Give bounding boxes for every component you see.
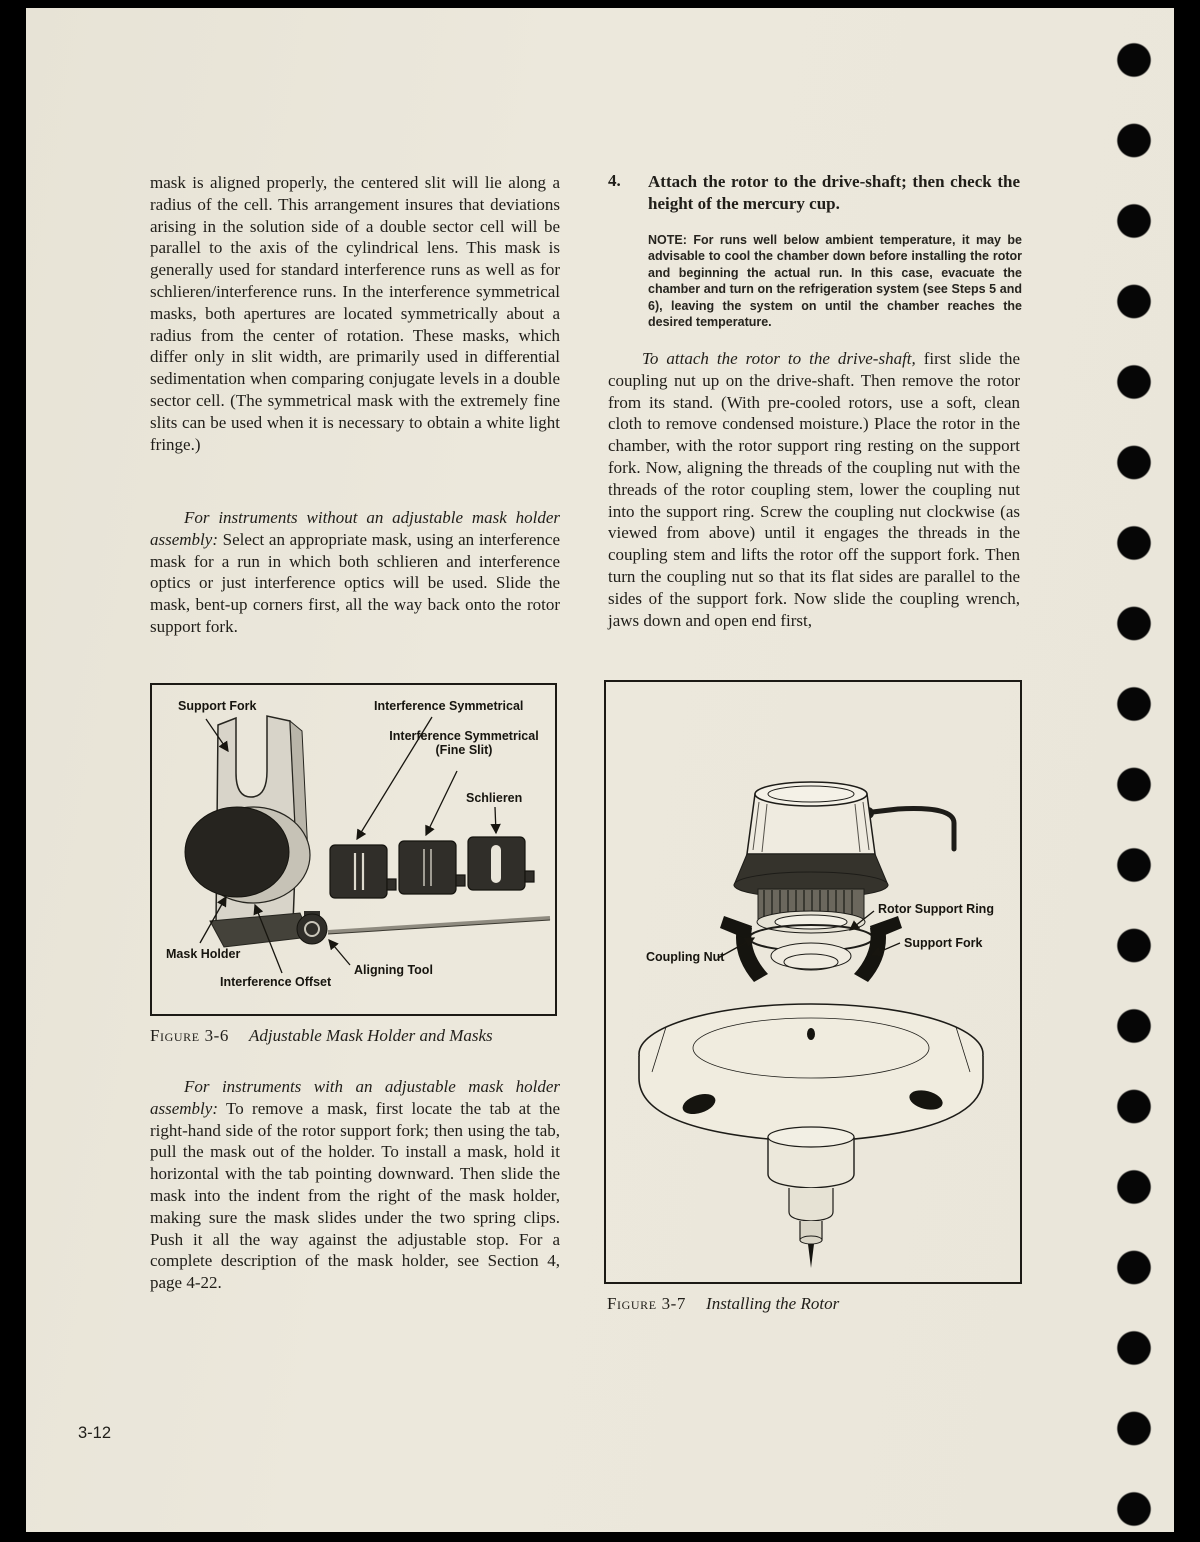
label-line-1: Interference Symmetrical <box>389 729 539 743</box>
page-background: mask is aligned properly, the centered s… <box>26 8 1174 1532</box>
paragraph-lead-italic: For instruments without an adjustable ma… <box>150 508 560 549</box>
step-4-number: 4. <box>608 171 621 190</box>
label-support-fork: Support Fork <box>904 936 983 950</box>
paragraph-body: Select an appropriate mask, using an int… <box>150 529 560 636</box>
figure-3-6: Support Fork Interference Symmetrical In… <box>150 683 557 1016</box>
left-paragraph-3: For instruments with an adjustable mask … <box>150 1076 560 1294</box>
label-schlieren: Schlieren <box>466 791 523 805</box>
label-interference-symmetrical-fine-slit: Interference Symmetrical (Fine Slit) <box>378 729 550 757</box>
mask-holder-illustration <box>184 715 551 974</box>
figure-3-6-caption: Figure 3-6 Adjustable Mask Holder and Mas… <box>150 1026 493 1046</box>
figure-title: Installing the Rotor <box>706 1294 840 1313</box>
step-4-heading: Attach the rotor to the drive-shaft; the… <box>648 172 1020 213</box>
label-coupling-nut: Coupling Nut <box>646 950 725 964</box>
label-line-2: (Fine Slit) <box>435 743 493 757</box>
label-interference-offset: Interference Offset <box>220 975 332 989</box>
note-block: NOTE: For runs well below ambient temper… <box>648 232 1022 330</box>
figure-3-7: Rotor Support Ring Support Fork Coupling… <box>604 680 1022 1284</box>
figure-3-7-caption: Figure 3-7 Installing the Rotor <box>607 1294 839 1314</box>
label-aligning-tool: Aligning Tool <box>354 963 433 977</box>
label-support-fork: Support Fork <box>178 699 257 713</box>
rotor-installation-illustration <box>638 781 984 1268</box>
figure-number: Figure 3-6 <box>150 1026 230 1045</box>
right-paragraph-1: To attach the rotor to the drive-shaft, … <box>608 348 1020 631</box>
binder-punch-holes <box>1112 8 1156 1532</box>
note-label: NOTE: <box>648 233 687 247</box>
paragraph-lead-italic: For instruments with an adjustable mask … <box>150 1077 560 1118</box>
left-paragraph-2: For instruments without an adjustable ma… <box>150 507 560 638</box>
label-mask-holder: Mask Holder <box>166 947 241 961</box>
paragraph-body: first slide the coupling nut up on the d… <box>608 349 1020 630</box>
left-paragraph-1: mask is aligned properly, the centered s… <box>150 173 560 454</box>
paragraph-lead-italic: To attach the rotor to the drive-shaft, <box>642 349 916 368</box>
label-interference-symmetrical: Interference Symmetrical <box>374 699 524 713</box>
note-body: For runs well below ambient temperature,… <box>648 233 1022 330</box>
label-rotor-support-ring: Rotor Support Ring <box>878 902 994 916</box>
paragraph-body: To remove a mask, first locate the tab a… <box>150 1098 560 1293</box>
figure-title: Adjustable Mask Holder and Masks <box>249 1026 493 1045</box>
figure-number: Figure 3-7 <box>607 1294 687 1313</box>
page-number: 3-12 <box>78 1424 112 1442</box>
